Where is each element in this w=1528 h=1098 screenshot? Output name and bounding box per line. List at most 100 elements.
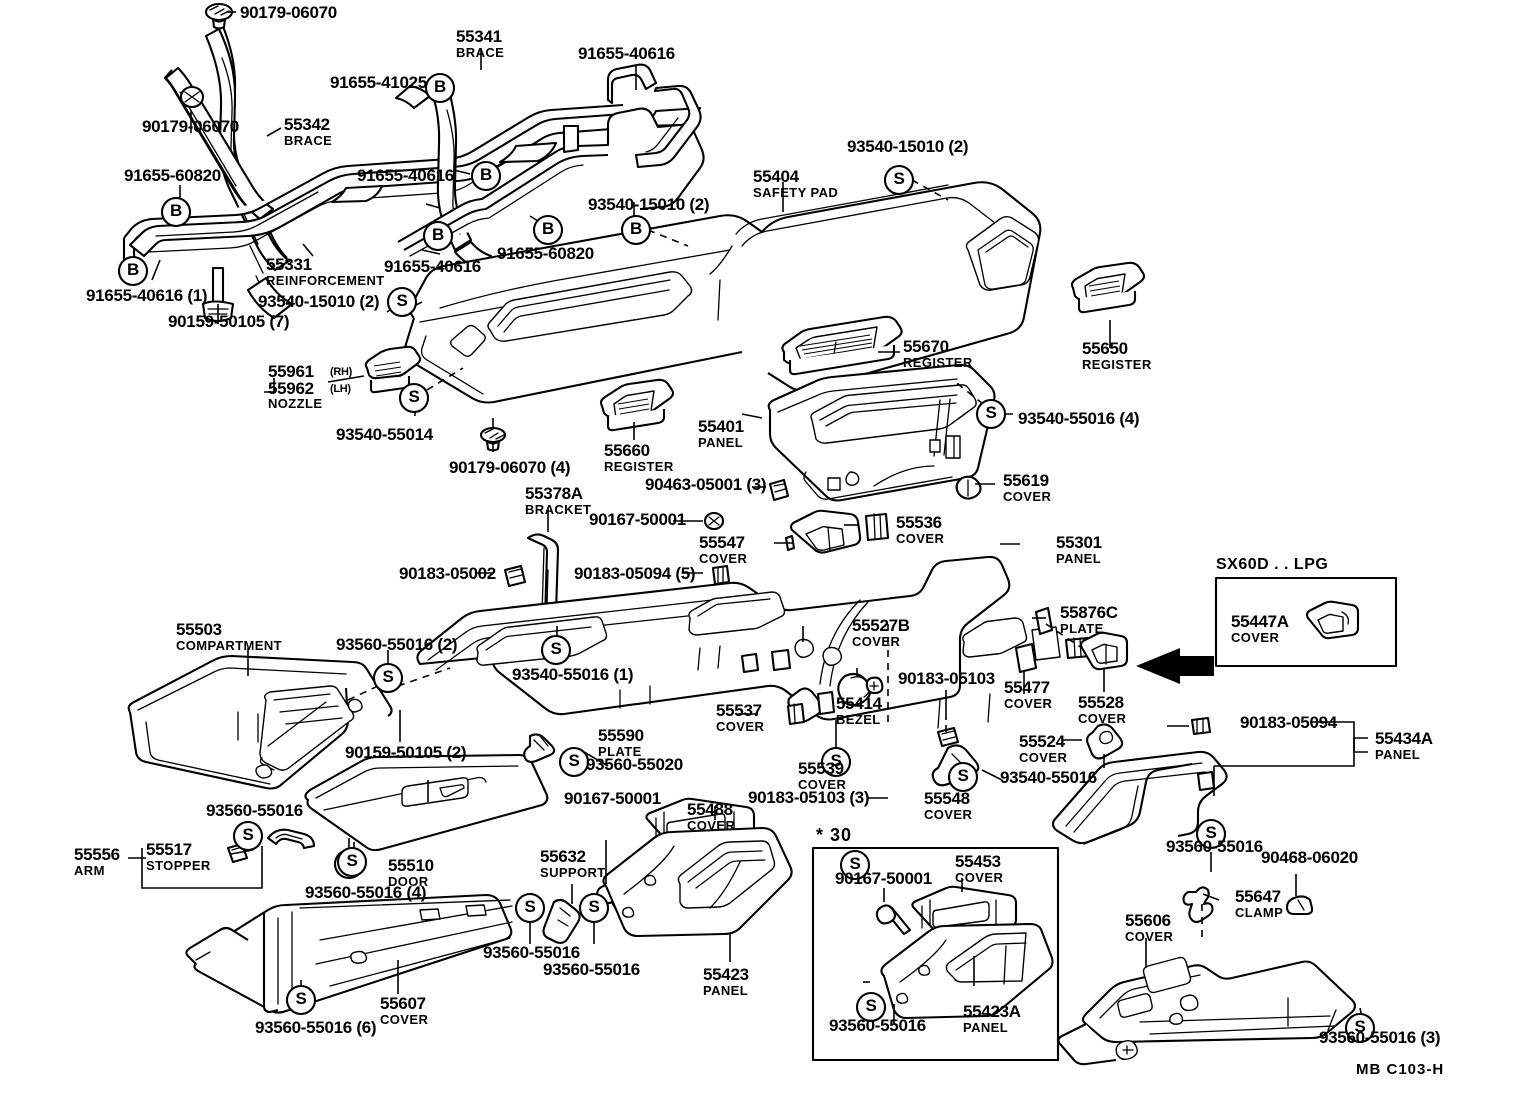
label-55547-sub: COVER (699, 551, 748, 566)
part-55632-support (542, 898, 581, 944)
part-90179-06070-top (204, 2, 234, 30)
label-55619-num: 55619 (1003, 471, 1049, 490)
label-55660-num: 55660 (604, 441, 650, 460)
callout-s-4: S (985, 403, 997, 422)
part-90167-50001-screw-a (703, 511, 725, 531)
label-93560-55020: 93560-55020 (586, 755, 683, 774)
callout-s-1: S (893, 169, 905, 188)
cross-tube-upper (397, 63, 705, 257)
part-55539-cover (816, 690, 836, 716)
label-55539-sub: COVER (798, 777, 847, 792)
inset-lpg-title: SX60D . . LPG (1216, 556, 1329, 573)
label-55423A-num: 55423A (963, 1002, 1021, 1021)
part-55423-panel (602, 826, 793, 938)
callout-s-6: S (382, 667, 394, 686)
label-55404-sub: SAFETY PAD (753, 185, 839, 200)
label-55414-sub: BEZEL (836, 712, 881, 727)
label-55517-sub: STOPPER (146, 858, 211, 873)
label-55961-sub: NOZZLE (268, 396, 323, 411)
brace-55342-group (163, 2, 294, 320)
label-55477-sub: COVER (1004, 696, 1053, 711)
label-55341-num: 55341 (456, 27, 502, 46)
label-55606-num: 55606 (1125, 911, 1171, 930)
label-55647-num: 55647 (1235, 887, 1281, 906)
label-93540-15010-a: 93540-15010 (2) (258, 292, 380, 311)
inset-star30-title: * 30 (816, 825, 853, 845)
callout-circles (117, 72, 1376, 1044)
label-55453-num: 55453 (955, 852, 1001, 871)
label-93560-55016-3: 93560-55016 (3) (1319, 1028, 1441, 1047)
part-90179-06070-pad (479, 426, 507, 452)
part-55423A-panel (880, 922, 1054, 1020)
label-93540-15010-b: 93540-15010 (2) (588, 195, 710, 214)
part-55876C-plate (1034, 606, 1054, 636)
label-91655-60820-a: 91655-60820 (124, 166, 221, 185)
label-90167-50001-a: 90167-50001 (589, 510, 686, 529)
label-93540-55016-1: 93540-55016 (1) (512, 665, 634, 684)
part-55619-cover (955, 475, 982, 500)
label-90183-05094-b: 90183-05094 (1240, 713, 1337, 732)
label-55453-sub: COVER (955, 870, 1004, 885)
label-90159-50105-2: 90159-50105 (2) (345, 743, 467, 762)
part-90463-05001 (768, 478, 790, 502)
label-90183-05103-a: 90183-05103 (898, 669, 995, 688)
label-93560-55016-6: 93560-55016 (6) (255, 1018, 377, 1037)
part-55447A-cover (1305, 600, 1360, 640)
callout-b-5: B (432, 225, 444, 244)
callout-b-6: B (542, 219, 554, 238)
label-90183-05002: 90183-05002 (399, 564, 496, 583)
label-90179-06070-b: 90179-06070 (142, 117, 239, 136)
label-55510-sub: DOOR (388, 874, 429, 889)
label-55556-num: 55556 (74, 845, 120, 864)
part-90167-50001-screw-inset (875, 904, 912, 936)
label-55447A-sub: COVER (1231, 630, 1280, 645)
label-55536-num: 55536 (896, 513, 942, 532)
part-55477-cover (1014, 642, 1038, 674)
label-55503-sub: COMPARTMENT (176, 638, 282, 653)
label-91655-40616-d: 91655-40616 (357, 166, 454, 185)
label-55660-sub: REGISTER (604, 459, 674, 474)
part-90179-06070-mid (179, 85, 205, 109)
label-55527B-sub: COVER (852, 634, 901, 649)
callout-b-2: B (127, 260, 139, 279)
label-55548-num: 55548 (924, 789, 970, 808)
part-90183-05094-clip-right (1190, 716, 1212, 736)
label-55536-sub: COVER (896, 531, 945, 546)
label-55876C-num: 55876C (1060, 603, 1118, 622)
label-91655-40616-1: 91655-40616 (1) (86, 286, 208, 305)
callout-b-3: B (434, 77, 446, 96)
callout-s-10: S (346, 851, 358, 870)
label-55434A-sub: PANEL (1375, 747, 1421, 762)
label-55378A-num: 55378A (525, 484, 583, 503)
label-55606-sub: COVER (1125, 929, 1174, 944)
part-55536-cover (864, 512, 890, 542)
callout-s-18: S (849, 854, 861, 873)
label-55961-num: 55961 (268, 362, 314, 381)
part-55660-register (599, 378, 675, 432)
label-90167-50001-c: 90167-50001 (835, 869, 932, 888)
callout-b-4: B (480, 165, 492, 184)
label-55517-num: 55517 (146, 840, 192, 859)
label-55342-sub: BRACE (284, 133, 333, 148)
label-55524-num: 55524 (1019, 732, 1065, 751)
label-55378A-sub: BRACKET (525, 502, 592, 517)
label-55590-sub: PLATE (598, 744, 642, 759)
label-55670-sub: REGISTER (903, 355, 973, 370)
label-55961-rh: (RH) (330, 366, 353, 378)
label-91655-60820-b: 91655-60820 (497, 244, 594, 263)
label-93560-55016-b: 93560-55016 (483, 943, 580, 962)
label-90179-06070-a: 90179-06070 (240, 3, 337, 22)
label-55632-num: 55632 (540, 847, 586, 866)
label-91655-40616-e: 91655-40616 (578, 44, 675, 63)
callout-b-1: B (170, 201, 182, 220)
part-55503-compartment (127, 654, 393, 790)
label-55556-sub: ARM (74, 863, 105, 878)
label-55423A-sub: PANEL (963, 1020, 1009, 1035)
part-55647-clamp (1182, 886, 1214, 924)
callout-s-9: S (242, 825, 254, 844)
label-55414-num: 55414 (836, 694, 882, 713)
part-55528-cover (1079, 631, 1129, 671)
part-55650-register (1070, 261, 1146, 314)
part-90183-05103-clip (936, 726, 960, 748)
part-55434A-panel (1051, 750, 1228, 845)
